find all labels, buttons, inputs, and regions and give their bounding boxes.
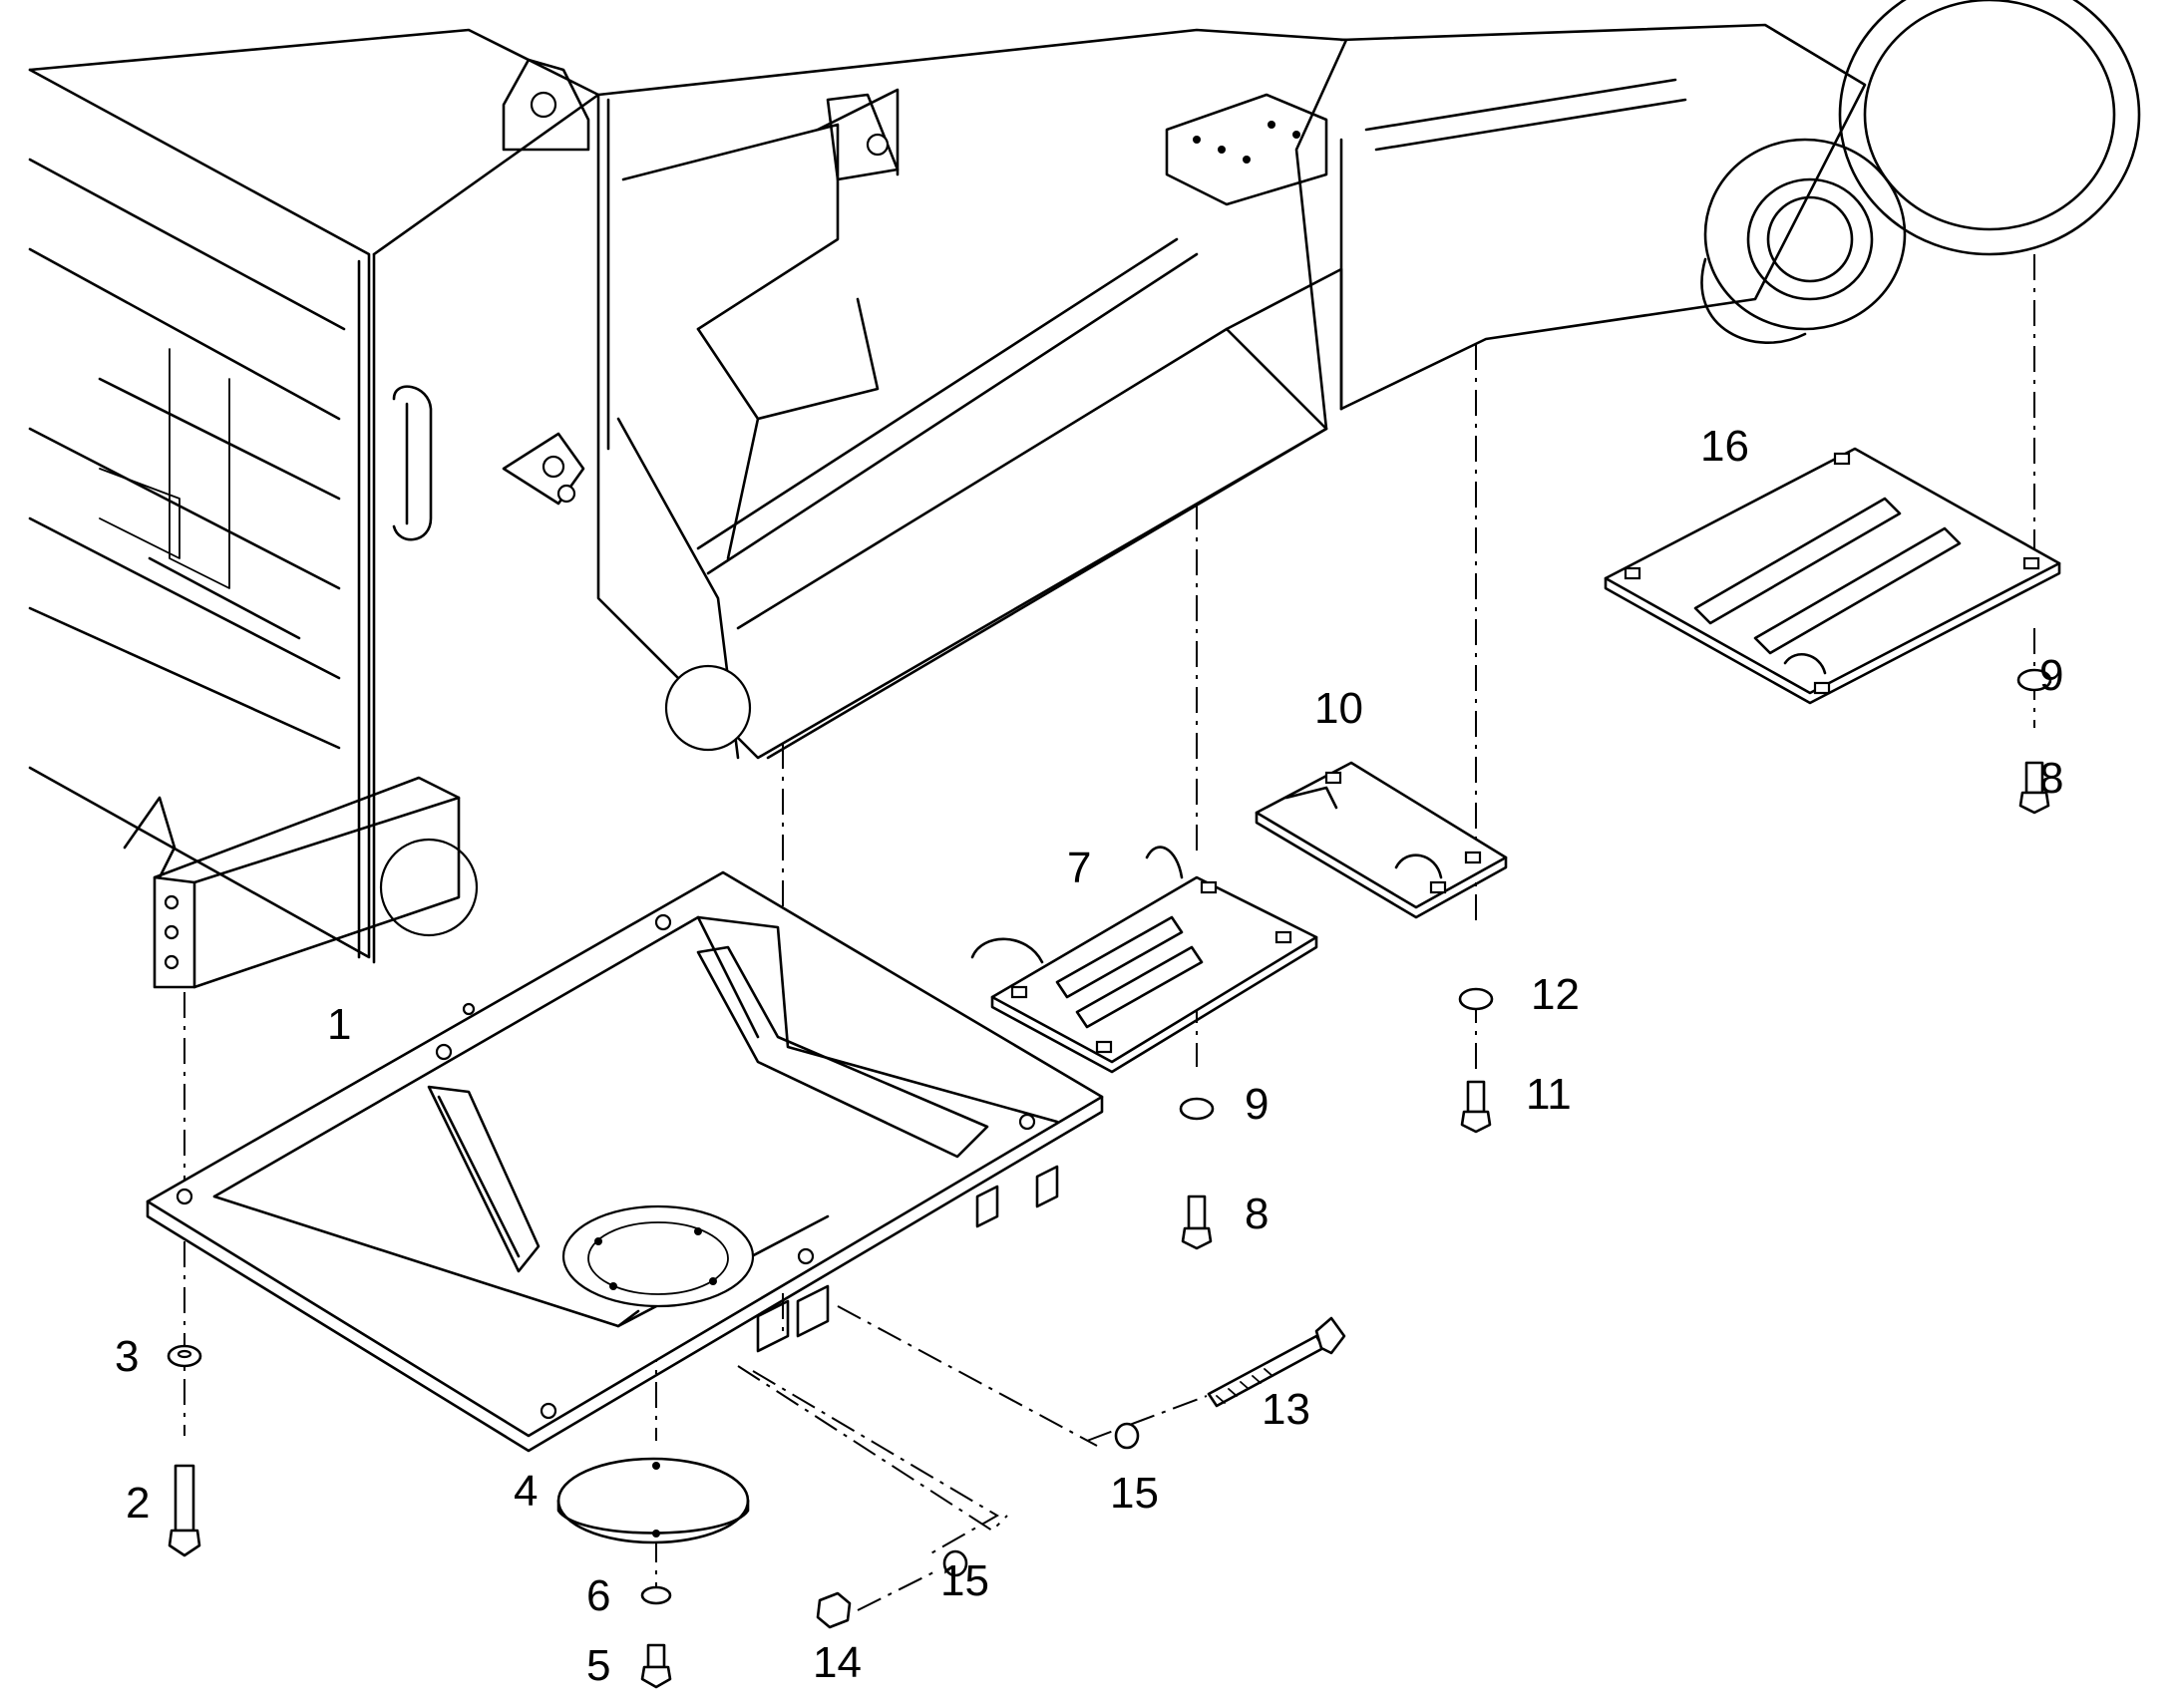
bolt-2 (174, 1464, 195, 1533)
callout-9a: 9 (2039, 651, 2063, 700)
callout-12: 12 (1531, 970, 1580, 1019)
callout-11: 11 (1526, 1070, 1572, 1119)
callout-2: 2 (126, 1479, 150, 1528)
fasteners (167, 668, 2052, 1689)
callout-8b: 8 (1245, 1190, 1269, 1238)
callout-15b: 15 (940, 1556, 989, 1605)
callout-15a: 15 (1110, 1469, 1159, 1518)
part-7-cover-plate (970, 846, 1318, 1074)
callout-3: 3 (115, 1332, 139, 1381)
washer-6 (640, 1585, 672, 1605)
part-1-skid-plate (146, 870, 1104, 1453)
washer-12 (1458, 987, 1494, 1011)
main-frame (28, 0, 2141, 989)
callout-1: 1 (327, 1000, 351, 1049)
callout-9b: 9 (1245, 1080, 1269, 1129)
callout-16: 16 (1700, 422, 1749, 471)
washer-9a (2016, 668, 2052, 692)
part-10-cover-plate (1255, 761, 1508, 919)
washer-15a (1114, 1422, 1140, 1450)
bolt-8b (1187, 1195, 1207, 1230)
nut-14 (816, 1591, 852, 1629)
callout-4: 4 (514, 1467, 538, 1516)
callout-10: 10 (1314, 684, 1363, 733)
bolt-5 (646, 1643, 666, 1669)
callout-6: 6 (586, 1571, 610, 1620)
callout-7: 7 (1067, 844, 1091, 892)
callout-14: 14 (813, 1638, 862, 1687)
callout-13: 13 (1262, 1385, 1310, 1434)
callout-8a: 8 (2039, 754, 2063, 803)
bolt-11 (1466, 1080, 1486, 1114)
disc-4 (556, 1457, 750, 1544)
callout-labels: 1 2 3 4 5 6 7 8 8 9 9 10 11 12 13 14 15 … (115, 422, 2063, 1690)
washer-15b (942, 1549, 968, 1577)
part-16-cover-plate (1604, 447, 2061, 705)
washer-9b (1179, 1097, 1215, 1121)
callout-5: 5 (586, 1641, 610, 1690)
